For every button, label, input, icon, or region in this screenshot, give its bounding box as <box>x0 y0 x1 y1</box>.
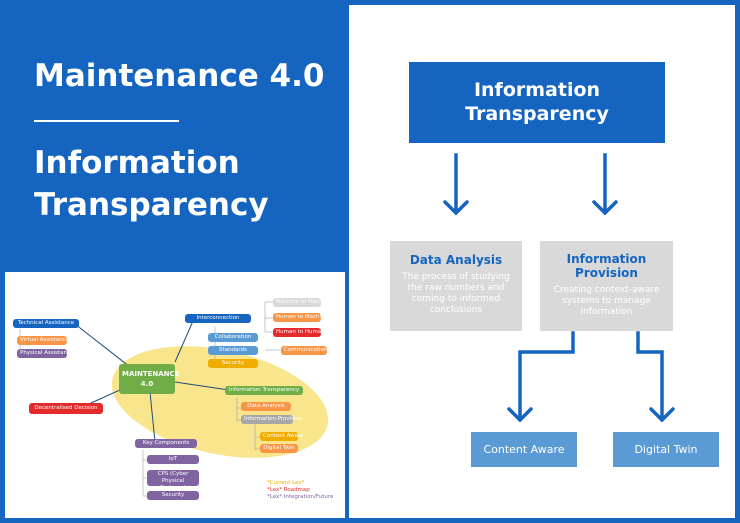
mindmap-communication: Communication <box>281 346 327 355</box>
data-analysis-title: Data Analysis <box>409 253 503 267</box>
section-title-line2: Transparency <box>34 187 269 223</box>
section-title-line1: Information <box>34 145 240 181</box>
mindmap-legend-current: *Current Lex* <box>267 480 305 486</box>
mindmap-cps: CPS (Cyber Physical Systems) <box>147 470 199 491</box>
mindmap-center: MAINTENANCE 4.0 <box>119 364 179 394</box>
mindmap-content-aware: Content Aware <box>260 432 304 441</box>
mindmap-collaboration: Collaboration <box>208 333 258 342</box>
page-title: Maintenance 4.0 <box>34 58 325 94</box>
mindmap-information-transparency: Information Transparency <box>225 386 303 395</box>
digital-twin-box: Digital Twin <box>613 432 719 467</box>
mindmap-decentralised-decision: Decentralised Decision <box>29 403 103 414</box>
mindmap-virtual-assistance: Virtual Assistance <box>17 336 69 345</box>
mindmap-security-b: Security <box>147 491 199 500</box>
content-aware-box: Content Aware <box>471 432 577 467</box>
mindmap-interconnection: Interconnection <box>185 314 251 323</box>
mindmap-information-provision: Information Provision <box>241 415 302 424</box>
diagram-arrows <box>443 153 675 423</box>
mindmap-digital-twin: Digital Twin <box>260 444 298 453</box>
mindmap-iot: IoT <box>147 455 199 464</box>
title-divider <box>34 120 179 122</box>
mindmap-standards: Standards <box>208 346 258 355</box>
mindmap-technical-assistance: Technical Assistance <box>13 319 79 328</box>
info-transparency-box: Information Transparency <box>409 62 665 143</box>
mindmap-physical-assistance: Physical Assistance <box>17 349 73 358</box>
mindmap-legend-future: *Lex* Integration/Future <box>267 494 334 500</box>
information-provision-description: Creating context-aware systems to manage… <box>553 285 660 317</box>
mindmap-security-a: Security <box>208 359 258 368</box>
mindmap-legend-roadmap: *Lex* Roadmap <box>267 487 310 493</box>
mindmap-thumbnail: MAINTENANCE 4.0 Technical Assistance Vir… <box>5 272 345 518</box>
information-provision-box: Information Provision Creating context-a… <box>540 241 673 331</box>
mindmap-data-analysis: Data Analysis <box>241 402 291 411</box>
data-analysis-description: The process of studying the raw numbers … <box>402 272 510 315</box>
information-provision-title: Information Provision <box>566 252 647 280</box>
data-analysis-box: Data Analysis The process of studying th… <box>390 241 522 331</box>
mindmap-key-components: Key Components <box>135 439 197 448</box>
mindmap-human-to-machine: Human to Machine <box>273 313 328 322</box>
mindmap-machine-to-machine: Machine to Machine <box>273 298 331 307</box>
diagram-panel: Information Transparency Data Analysis T… <box>349 5 735 518</box>
mindmap-human-to-human: Human to Human <box>273 328 325 337</box>
